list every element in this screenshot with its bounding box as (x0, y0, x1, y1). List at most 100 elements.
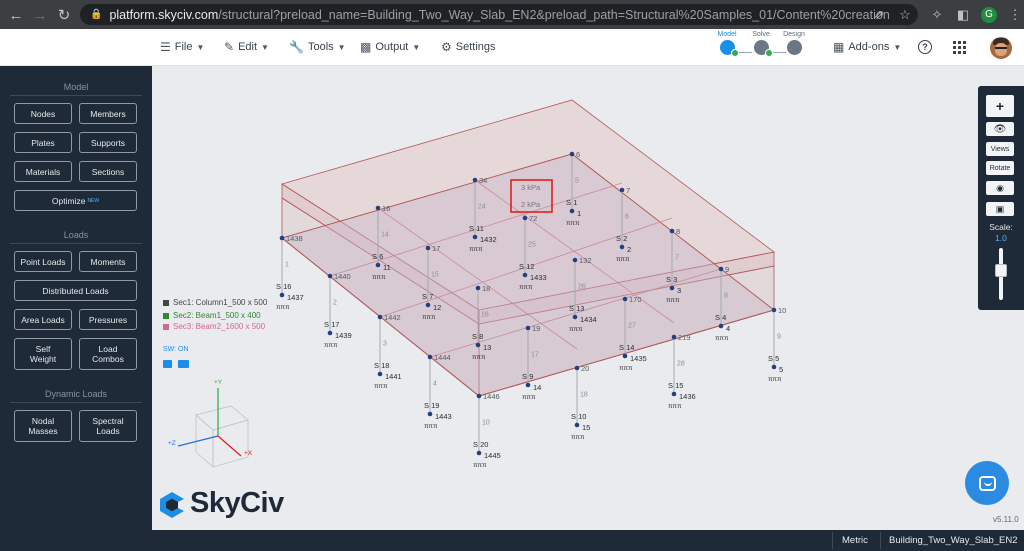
load-combos-button[interactable]: Load Combos (79, 338, 137, 370)
base-node[interactable] (377, 371, 383, 377)
menu-output-label: Output (375, 41, 409, 53)
menu-settings[interactable]: ⚙ Settings (441, 40, 496, 54)
help-icon[interactable]: ? (918, 40, 932, 54)
views-button[interactable]: Views (986, 142, 1014, 156)
star-icon[interactable]: ☆ (899, 6, 911, 22)
stage-solve[interactable]: Solve (746, 31, 776, 57)
cube-icon[interactable]: ▣ (986, 202, 1014, 216)
top-node[interactable] (377, 314, 383, 320)
moments-button[interactable]: Moments (79, 251, 137, 272)
top-node[interactable] (279, 235, 285, 241)
top-node[interactable] (572, 257, 578, 263)
top-node[interactable] (476, 393, 482, 399)
addons-menu[interactable]: ▦ Add-ons ▼ (833, 40, 901, 54)
extensions-icon[interactable]: ✧ (931, 6, 943, 22)
top-node[interactable] (718, 266, 724, 272)
plates-button[interactable]: Plates (14, 132, 72, 153)
kebab-menu-icon[interactable]: ⋮ (1008, 6, 1022, 22)
base-node[interactable] (525, 382, 531, 388)
nodes-button[interactable]: Nodes (14, 103, 72, 124)
top-node[interactable] (619, 187, 625, 193)
top-node[interactable] (771, 307, 777, 313)
share-icon[interactable]: ⇗ (873, 6, 885, 22)
sidepanel-icon[interactable]: ◧ (956, 6, 970, 22)
base-node[interactable] (569, 208, 575, 214)
forward-icon[interactable]: → (32, 6, 48, 24)
avatar[interactable] (990, 37, 1012, 59)
address-bar[interactable]: 🔒 platform.skyciv.com /structural?preloa… (80, 4, 918, 25)
base-node[interactable] (718, 323, 724, 329)
profile-button[interactable]: G (976, 4, 1002, 25)
base-node[interactable] (475, 342, 481, 348)
base-node[interactable] (427, 411, 433, 417)
menu-output[interactable]: ▩ Output ▼ (360, 40, 420, 54)
members-button[interactable]: Members (79, 103, 137, 124)
materials-button[interactable]: Materials (14, 161, 72, 182)
base-node[interactable] (671, 391, 677, 397)
pressures-button[interactable]: Pressures (79, 309, 137, 330)
legend-label: Sec3: Beam2_1600 x 500 (173, 322, 266, 331)
model-name[interactable]: Building_Two_Way_Slab_EN2 (889, 535, 1018, 546)
base-node[interactable] (327, 330, 333, 336)
supports-button[interactable]: Supports (79, 132, 137, 153)
units-indicator[interactable]: Metric (842, 535, 868, 546)
check-icon (730, 49, 739, 57)
base-node[interactable] (669, 285, 675, 291)
top-node[interactable] (525, 325, 531, 331)
base-node[interactable] (574, 422, 580, 428)
apps-grid-icon[interactable] (953, 41, 966, 54)
camera-icon[interactable] (178, 360, 189, 368)
top-node[interactable] (425, 245, 431, 251)
rotate-button[interactable]: Rotate (986, 161, 1014, 175)
top-node[interactable] (472, 177, 478, 183)
axis-gizmo[interactable] (177, 388, 249, 468)
menu-tools[interactable]: 🔧 Tools ▼ (289, 40, 346, 54)
menu-file[interactable]: ☰ File ▼ (160, 40, 204, 54)
top-node[interactable] (622, 296, 628, 302)
distributed-loads-button[interactable]: Distributed Loads (14, 280, 137, 301)
screenshot-icon[interactable]: ◉ (986, 181, 1014, 195)
base-node[interactable] (476, 450, 482, 456)
top-node[interactable] (522, 215, 528, 221)
add-icon[interactable]: + (986, 95, 1014, 117)
top-node[interactable] (475, 285, 481, 291)
base-node[interactable] (572, 314, 578, 320)
reload-icon[interactable]: ↻ (57, 7, 71, 24)
base-node[interactable] (375, 262, 381, 268)
sections-button[interactable]: Sections (79, 161, 137, 182)
chat-button[interactable] (965, 461, 1009, 505)
base-node-label: 1436 (679, 392, 696, 401)
node-label: 1446 (483, 392, 500, 401)
nodal-masses-button[interactable]: Nodal Masses (14, 410, 72, 442)
unlock-icon[interactable] (163, 360, 172, 368)
eye-icon[interactable]: 👁 (986, 122, 1014, 136)
base-node[interactable] (771, 364, 777, 370)
base-node[interactable] (472, 234, 478, 240)
top-node[interactable] (669, 228, 675, 234)
top-node[interactable] (671, 334, 677, 340)
menu-edit[interactable]: ✎ Edit ▼ (224, 40, 269, 54)
base-node[interactable] (622, 353, 628, 359)
back-icon[interactable]: ← (8, 6, 24, 24)
stage-design[interactable]: Design (779, 31, 809, 55)
top-node[interactable] (375, 205, 381, 211)
base-node[interactable] (425, 302, 431, 308)
base-node-label: 12 (433, 303, 441, 312)
base-node[interactable] (522, 272, 528, 278)
top-node[interactable] (574, 365, 580, 371)
stage-model[interactable]: Model (712, 31, 742, 57)
spectral-loads-button[interactable]: Spectral Loads (79, 410, 137, 442)
top-node[interactable] (327, 273, 333, 279)
point-loads-button[interactable]: Point Loads (14, 251, 72, 272)
support-label: S 14 (619, 343, 634, 352)
top-node[interactable] (569, 151, 575, 157)
area-loads-button[interactable]: Area Loads (14, 309, 72, 330)
base-node[interactable] (619, 244, 625, 250)
base-node[interactable] (279, 292, 285, 298)
self-weight-button[interactable]: Self Weight (14, 338, 72, 370)
scale-slider-thumb[interactable] (995, 264, 1007, 277)
top-node[interactable] (427, 354, 433, 360)
